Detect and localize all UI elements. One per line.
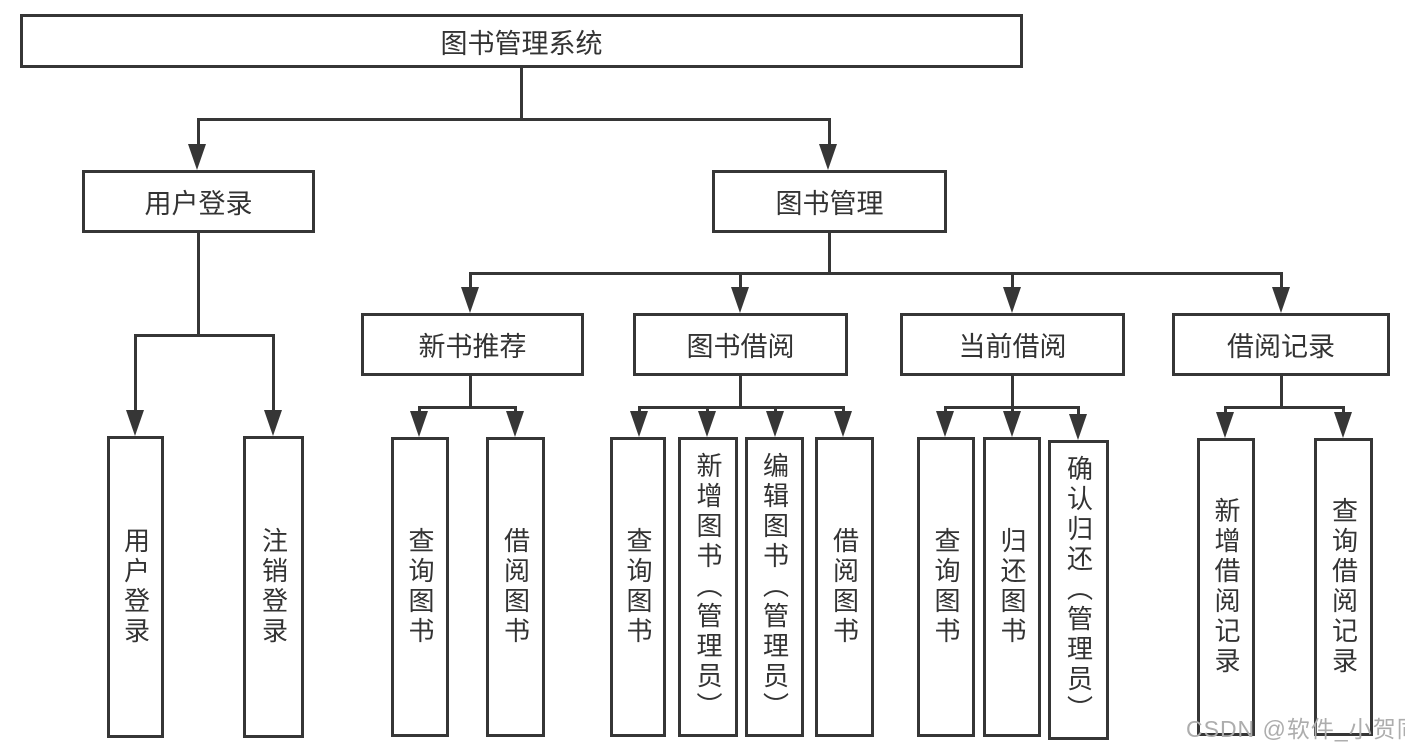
connector-line (1011, 406, 1014, 415)
connector-arrow (410, 411, 428, 437)
connector-line (520, 67, 523, 119)
node-leaf-logout: 注销登录 (243, 436, 304, 738)
connector-arrow (1003, 287, 1021, 313)
connector-line (774, 406, 777, 415)
node-leaf-query-books-borrow: 查询图书 (610, 437, 666, 737)
connector-line (842, 406, 845, 415)
connector-arrow (461, 287, 479, 313)
connector-line (638, 406, 845, 409)
node-leaf-add-books-admin: 新增图书（管理员） (678, 437, 738, 737)
connector-arrow (1216, 412, 1234, 438)
connector-arrow (264, 410, 282, 436)
connector-line (638, 406, 641, 415)
connector-line (739, 272, 742, 289)
connector-line (134, 334, 275, 337)
connector-arrow (766, 411, 784, 437)
csdn-watermark: CSDN @软件_小贺同学 (1186, 716, 1405, 742)
connector-arrow (1069, 414, 1087, 440)
connector-line (418, 406, 517, 409)
connector-arrow (1003, 411, 1021, 437)
connector-line (469, 272, 472, 289)
node-leaf-confirm-return-admin: 确认归还（管理员） (1048, 440, 1109, 740)
node-leaf-borrow-books: 借阅图书 (815, 437, 874, 737)
connector-arrow (834, 411, 852, 437)
connector-line (944, 406, 947, 415)
node-book-borrow: 图书借阅 (633, 313, 848, 376)
connector-arrow (698, 411, 716, 437)
node-leaf-add-borrow-record: 新增借阅记录 (1197, 438, 1255, 736)
connector-line (272, 334, 275, 412)
node-leaf-return-books: 归还图书 (983, 437, 1041, 737)
node-book-management: 图书管理 (712, 170, 947, 233)
connector-line (1011, 272, 1014, 289)
connector-arrow (630, 411, 648, 437)
connector-line (197, 233, 200, 337)
node-leaf-query-books-current: 查询图书 (917, 437, 975, 737)
connector-line (1280, 375, 1283, 409)
connector-line (1224, 406, 1345, 409)
connector-line (706, 406, 709, 415)
node-leaf-query-books-recommend: 查询图书 (391, 437, 449, 737)
connector-arrow (1272, 287, 1290, 313)
connector-line (469, 375, 472, 409)
connector-arrow (506, 411, 524, 437)
connector-line (134, 334, 137, 412)
node-borrow-records: 借阅记录 (1172, 313, 1390, 376)
connector-line (1342, 406, 1345, 416)
connector-arrow (819, 144, 837, 170)
node-leaf-edit-books-admin: 编辑图书（管理员） (745, 437, 804, 737)
node-leaf-borrow-books-recommend: 借阅图书 (486, 437, 545, 737)
connector-line (469, 272, 1282, 275)
connector-line (1077, 406, 1080, 418)
connector-arrow (1334, 412, 1352, 438)
connector-arrow (936, 411, 954, 437)
connector-arrow (731, 287, 749, 313)
connector-line (1224, 406, 1227, 416)
connector-line (828, 233, 831, 275)
node-root-library-system: 图书管理系统 (20, 14, 1023, 68)
node-leaf-user-login: 用户登录 (107, 436, 164, 738)
node-current-borrow: 当前借阅 (900, 313, 1125, 376)
node-new-book-recommend: 新书推荐 (361, 313, 584, 376)
connector-line (418, 406, 421, 415)
connector-arrow (126, 410, 144, 436)
connector-arrow (188, 144, 206, 170)
connector-line (514, 406, 517, 415)
connector-line (1011, 375, 1014, 409)
connector-line (197, 118, 200, 146)
connector-line (1280, 272, 1283, 289)
node-leaf-query-borrow-record: 查询借阅记录 (1314, 438, 1373, 736)
node-user-login: 用户登录 (82, 170, 315, 233)
connector-line (828, 118, 831, 146)
connector-line (197, 118, 831, 121)
connector-line (739, 375, 742, 409)
